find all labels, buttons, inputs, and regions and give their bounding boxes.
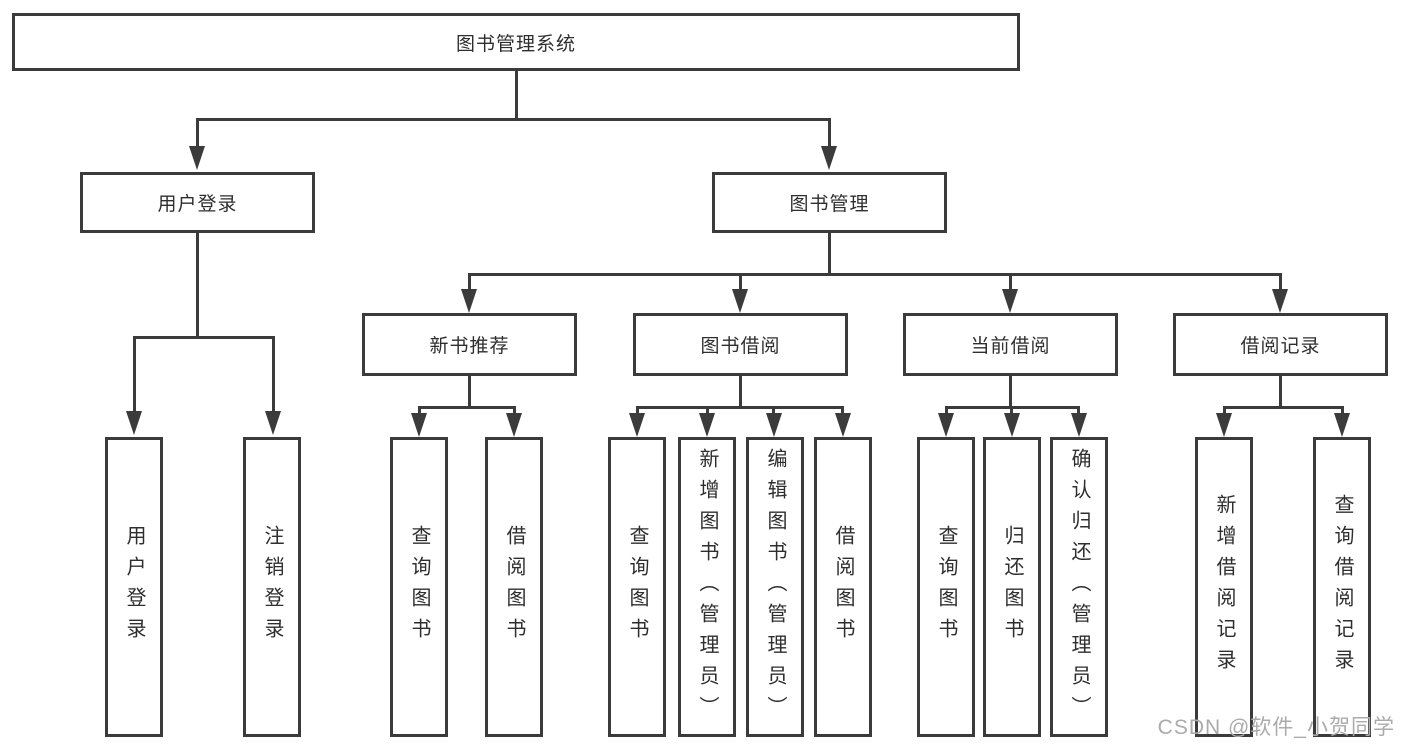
leaf-borrow-borrow-books: 借阅图书 <box>814 437 872 737</box>
connector-line <box>468 273 471 291</box>
connector-line <box>272 336 275 413</box>
leaf-label: 新增图书（管理员） <box>696 447 718 727</box>
node-label: 新书推荐 <box>429 336 510 357</box>
leaf-label: 查询图书 <box>626 525 648 649</box>
connector-line <box>1009 376 1012 406</box>
arrow-down-icon <box>461 289 477 313</box>
connector-line <box>1010 406 1013 415</box>
connector-line <box>706 406 709 415</box>
leaf-recommend-borrow-books: 借阅图书 <box>485 437 543 737</box>
leaf-current-return-books: 归还图书 <box>983 437 1041 737</box>
connector-line <box>1009 273 1012 291</box>
leaf-label: 查询图书 <box>935 525 957 649</box>
connector-line <box>1223 406 1344 409</box>
leaf-label: 借阅图书 <box>832 525 854 649</box>
arrow-down-icon <box>126 411 142 435</box>
arrow-down-icon <box>265 411 281 435</box>
arrow-down-icon <box>1216 413 1232 437</box>
node-book-borrow: 图书借阅 <box>633 313 848 376</box>
connector-line <box>739 376 742 406</box>
node-label: 当前借阅 <box>970 336 1051 357</box>
node-label: 图书管理 <box>789 194 870 215</box>
leaf-borrow-edit-books-admin: 编辑图书（管理员） <box>746 437 804 737</box>
leaf-borrow-add-books-admin: 新增图书（管理员） <box>678 437 736 737</box>
arrow-down-icon <box>506 413 522 437</box>
leaf-label: 归还图书 <box>1001 525 1023 649</box>
connector-line <box>468 376 471 406</box>
arrow-down-icon <box>699 413 715 437</box>
connector-line <box>1077 406 1080 415</box>
csdn-watermark: CSDN @软件_小贺同学 <box>1157 716 1395 739</box>
node-book-management: 图书管理 <box>712 172 947 233</box>
node-label: 图书管理系统 <box>455 33 576 55</box>
leaf-label: 查询借阅记录 <box>1331 494 1353 680</box>
connector-line <box>418 406 421 415</box>
leaf-label: 编辑图书（管理员） <box>764 447 786 727</box>
connector-line <box>196 233 199 336</box>
connector-line <box>515 71 518 118</box>
connector-line <box>468 273 1282 276</box>
arrow-down-icon <box>411 413 427 437</box>
leaf-recommend-query-books: 查询图书 <box>390 437 448 737</box>
arrow-down-icon <box>1002 289 1018 313</box>
arrow-down-icon <box>189 146 205 170</box>
node-user-login: 用户登录 <box>80 172 315 233</box>
leaf-label: 注销登录 <box>261 525 283 649</box>
connector-line <box>841 406 844 415</box>
leaf-label: 查询图书 <box>408 525 430 649</box>
connector-line <box>772 406 775 415</box>
connector-line <box>636 406 639 415</box>
leaf-current-query-books: 查询图书 <box>917 437 975 737</box>
connector-line <box>1279 273 1282 291</box>
arrow-down-icon <box>1272 289 1288 313</box>
node-label: 图书借阅 <box>700 336 781 357</box>
arrow-down-icon <box>1004 413 1020 437</box>
connector-line <box>1279 376 1282 406</box>
arrow-down-icon <box>1334 413 1350 437</box>
leaf-records-add-record: 新增借阅记录 <box>1195 437 1253 737</box>
connector-line <box>828 118 831 148</box>
connector-line <box>196 118 831 121</box>
leaf-borrow-query-books: 查询图书 <box>608 437 666 737</box>
leaf-label: 借阅图书 <box>503 525 525 649</box>
node-library-system: 图书管理系统 <box>12 13 1020 71</box>
arrow-down-icon <box>835 413 851 437</box>
node-label: 用户登录 <box>157 194 238 215</box>
arrow-down-icon <box>766 413 782 437</box>
leaf-label: 确认归还（管理员） <box>1068 447 1090 727</box>
leaf-label: 用户登录 <box>123 525 145 649</box>
connector-line <box>636 406 844 409</box>
node-current-borrow: 当前借阅 <box>903 313 1118 376</box>
node-label: 借阅记录 <box>1240 336 1321 357</box>
connector-line <box>196 118 199 148</box>
node-borrow-records: 借阅记录 <box>1173 313 1388 376</box>
arrow-down-icon <box>732 289 748 313</box>
arrow-down-icon <box>938 413 954 437</box>
connector-line <box>739 273 742 291</box>
arrow-down-icon <box>629 413 645 437</box>
connector-line <box>945 406 948 415</box>
connector-line <box>418 406 516 409</box>
leaf-logout: 注销登录 <box>243 437 301 737</box>
connector-line <box>513 406 516 415</box>
node-new-book-recommend: 新书推荐 <box>362 313 577 376</box>
connector-line <box>133 336 136 413</box>
leaf-current-confirm-return-admin: 确认归还（管理员） <box>1050 437 1108 737</box>
leaf-records-query-record: 查询借阅记录 <box>1313 437 1371 737</box>
connector-line <box>828 233 831 273</box>
arrow-down-icon <box>1071 413 1087 437</box>
connector-line <box>1223 406 1226 415</box>
arrow-down-icon <box>821 146 837 170</box>
connector-line <box>1341 406 1344 415</box>
connector-line <box>133 336 275 339</box>
leaf-user-login: 用户登录 <box>105 437 163 737</box>
leaf-label: 新增借阅记录 <box>1213 494 1235 680</box>
